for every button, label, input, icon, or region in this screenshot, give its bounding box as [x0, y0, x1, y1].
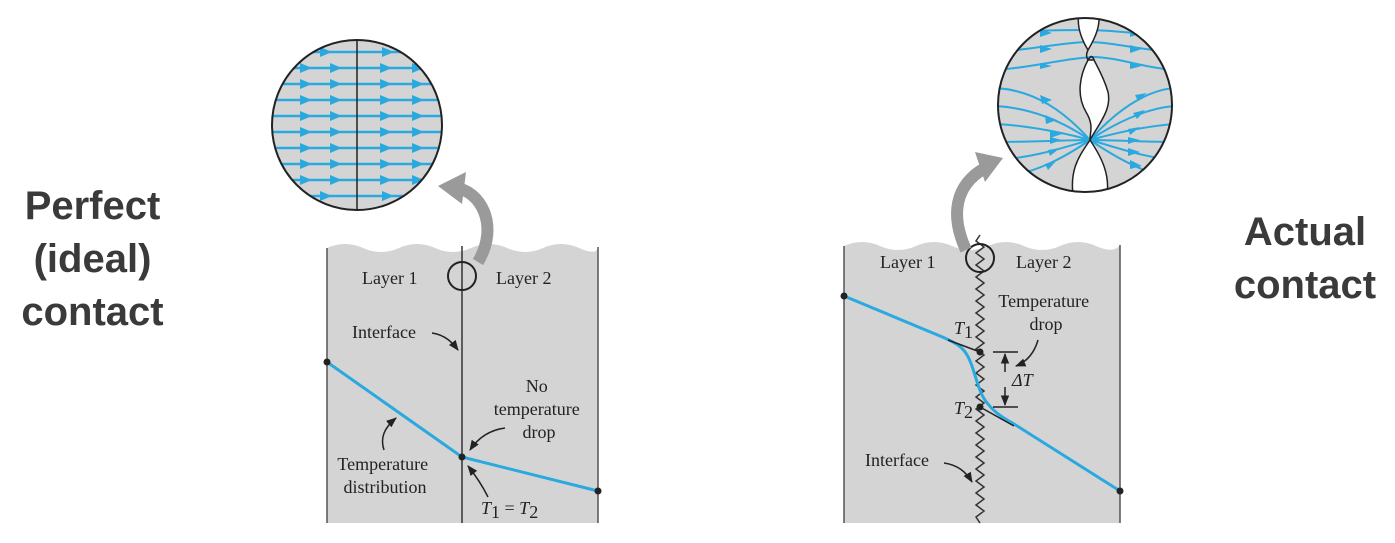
zoom-arrowhead	[438, 172, 466, 204]
t-equal-pointer	[467, 465, 489, 498]
temp-dist-pointer	[381, 417, 397, 451]
interface-label: Interface	[352, 322, 416, 342]
temp-dist-label: Temperature distribution	[337, 454, 432, 497]
profile-point	[458, 453, 466, 461]
t1-label: T1	[954, 318, 973, 342]
delta-t-label: ΔT	[1011, 370, 1035, 390]
interface-pointer	[431, 332, 459, 351]
right-block	[844, 242, 1120, 523]
interface-pointer	[943, 462, 973, 483]
profile-point	[840, 292, 848, 300]
profile-point	[1116, 487, 1124, 495]
rough-interface	[974, 234, 986, 524]
title-line: Actual	[1243, 210, 1367, 254]
no-drop-label: No temperature drop	[494, 376, 584, 442]
title-line: Perfect	[24, 184, 161, 228]
profile-point	[976, 403, 984, 411]
perfect-inset	[271, 39, 443, 211]
right-panel: Layer 1 Layer 2 Temperature drop T1 T2 Δ…	[840, 17, 1173, 524]
t1-equals-t2-label: T1 = T2	[481, 498, 538, 522]
no-drop-pointer	[469, 427, 506, 451]
zoom-marker-circle	[965, 243, 995, 273]
title-line: contact	[1233, 263, 1377, 307]
title-actual-contact: Actual contact	[1215, 206, 1395, 312]
title-line: (ideal)	[33, 237, 152, 281]
extrapolation-line	[947, 339, 981, 353]
profile-point	[323, 358, 331, 366]
layer2-label: Layer 2	[496, 268, 551, 288]
zoom-marker-circle	[447, 261, 477, 291]
temp-drop-label: Temperature drop	[998, 291, 1093, 334]
t2-label: T2	[954, 398, 973, 422]
title-line: contact	[21, 290, 164, 334]
layer1-label: Layer 1	[880, 252, 935, 272]
left-panel: Layer 1 Layer 2 Interface No temperature…	[271, 39, 602, 523]
temp-drop-pointer	[1015, 339, 1039, 367]
extrapolation-line	[979, 406, 1015, 427]
profile-point	[976, 348, 984, 356]
layer2-label: Layer 2	[1016, 252, 1071, 272]
title-perfect-contact: Perfect (ideal) contact	[0, 180, 185, 339]
actual-inset	[997, 17, 1173, 193]
zoom-arrow	[951, 162, 989, 253]
temperature-profile	[843, 294, 1121, 493]
profile-point	[594, 487, 602, 495]
layer1-label: Layer 1	[362, 268, 417, 288]
interface-label: Interface	[865, 450, 929, 470]
zoom-arrowhead	[975, 152, 1003, 182]
